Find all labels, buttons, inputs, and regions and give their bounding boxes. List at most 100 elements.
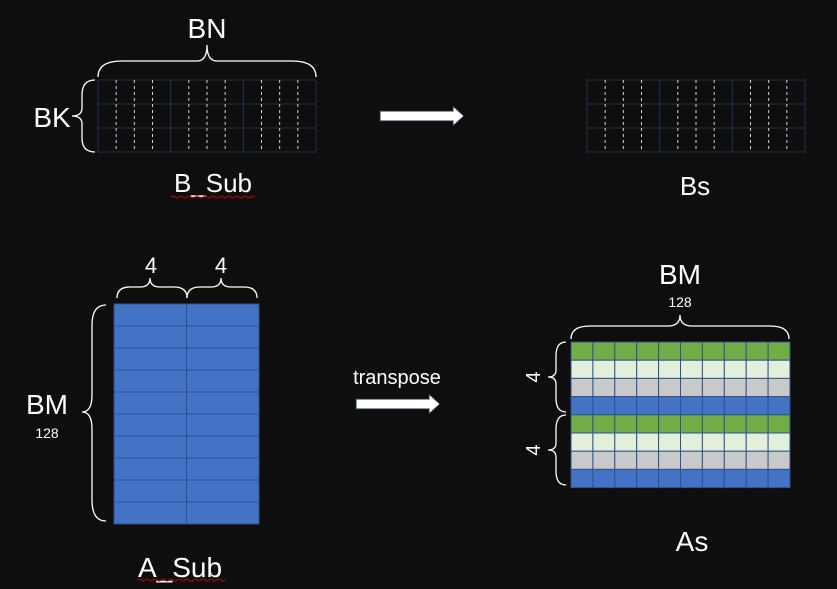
as-cell: [592, 432, 616, 452]
a-sub-cell: [113, 413, 187, 437]
as-cell: [680, 414, 703, 434]
b-sub-group: BN BK B_Sub: [33, 13, 317, 199]
a-sub-cell: [113, 369, 187, 393]
row-group-label-lower: 4: [523, 444, 545, 455]
as-cell: [767, 341, 791, 361]
as-cell: [723, 359, 747, 379]
as-cell: [570, 359, 594, 379]
a-sub-cell: [186, 435, 260, 459]
bm-label-right: BM: [659, 259, 701, 290]
as-cell: [592, 414, 616, 434]
as-cell: [680, 396, 703, 416]
as-cell: [767, 377, 791, 398]
as-cell: [767, 432, 791, 452]
a-sub-cell: [113, 325, 187, 349]
as-cell: [680, 468, 703, 489]
as-cell: [658, 414, 681, 434]
as-cell: [745, 468, 769, 489]
as-cell: [592, 377, 616, 398]
bm-brace-left: [81, 304, 107, 522]
as-cell: [658, 432, 681, 452]
a-sub-cell: [113, 435, 187, 459]
as-cell: [680, 450, 703, 470]
as-cell: [701, 432, 725, 452]
bk-brace: [71, 79, 96, 153]
as-cell: [767, 359, 791, 379]
as-cell: [658, 341, 681, 361]
as-cell: [723, 450, 747, 470]
as-cell: [767, 468, 791, 489]
spellcheck-underline: [170, 195, 256, 199]
as-cell: [570, 450, 594, 470]
col-brace-left: [116, 277, 188, 299]
as-cell: [658, 396, 681, 416]
as-cell: [745, 414, 769, 434]
as-cell: [701, 359, 725, 379]
as-cell: [680, 432, 703, 452]
as-cell: [745, 341, 769, 361]
a-sub-cell: [186, 457, 260, 481]
top-arrow: [379, 104, 465, 128]
as-cell: [614, 468, 638, 489]
a-sub-cell: [113, 501, 187, 525]
as-cell: [636, 341, 660, 361]
a-sub-cell: [113, 479, 187, 503]
as-cell: [701, 468, 725, 489]
as-cell: [636, 396, 660, 416]
as-cell: [614, 359, 638, 379]
as-cell: [636, 359, 660, 379]
as-cell: [658, 359, 681, 379]
a-sub-grid: [113, 303, 260, 525]
as-cell: [570, 432, 594, 452]
as-cell: [658, 468, 681, 489]
a-sub-cell: [113, 347, 187, 371]
b-sub-caption: B_Sub: [174, 168, 252, 198]
as-cell: [701, 414, 725, 434]
a-sub-group: 4 4 BM 128 A_Sub: [26, 253, 260, 583]
bs-caption: Bs: [680, 171, 710, 201]
row-group-brace-lower: [547, 414, 567, 486]
b-sub-grid: [97, 79, 317, 153]
a-sub-cell: [186, 369, 260, 393]
as-cell: [636, 432, 660, 452]
as-cell: [614, 341, 638, 361]
as-cell: [745, 359, 769, 379]
as-cell: [723, 432, 747, 452]
a-sub-cell: [113, 457, 187, 481]
as-cell: [614, 432, 638, 452]
bm-value-right: 128: [668, 294, 692, 310]
as-cell: [614, 414, 638, 434]
as-cell: [658, 450, 681, 470]
as-cell: [745, 432, 769, 452]
as-cell: [658, 377, 681, 398]
a-sub-cell: [186, 347, 260, 371]
as-cell: [570, 414, 594, 434]
as-cell: [680, 377, 703, 398]
as-cell: [745, 450, 769, 470]
as-group: BM 128 4 4 As: [523, 259, 791, 557]
as-cell: [745, 377, 769, 398]
as-cell: [723, 396, 747, 416]
as-caption: As: [676, 526, 709, 557]
as-cell: [636, 377, 660, 398]
a-sub-cell: [113, 391, 187, 415]
as-cell: [745, 396, 769, 416]
a-sub-cell: [186, 501, 260, 525]
as-cell: [592, 396, 616, 416]
bn-brace: [97, 44, 317, 78]
as-grid: [570, 341, 791, 489]
bs-group: Bs: [586, 79, 806, 201]
as-cell: [592, 468, 616, 489]
as-cell: [701, 341, 725, 361]
a-sub-cell: [186, 413, 260, 437]
as-cell: [723, 468, 747, 489]
as-cell: [723, 341, 747, 361]
transpose-arrow: transpose: [353, 367, 441, 416]
as-cell: [570, 341, 594, 361]
a-sub-cell: [186, 325, 260, 349]
as-cell: [592, 450, 616, 470]
bm-brace-right: [570, 314, 790, 340]
as-cell: [701, 396, 725, 416]
col-width-label-right: 4: [215, 253, 227, 278]
a-sub-cell: [186, 479, 260, 503]
